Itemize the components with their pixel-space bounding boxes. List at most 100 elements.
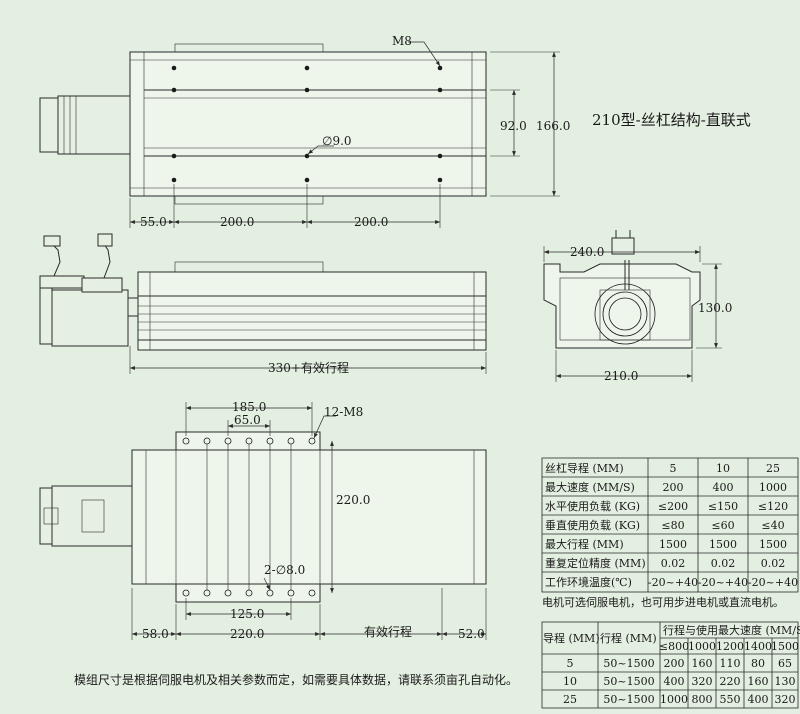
spec-cell: 25 bbox=[766, 462, 780, 475]
spec-cell: ≤120 bbox=[758, 500, 788, 513]
dim-55-label: 55.0 bbox=[140, 215, 167, 229]
dim-166-label: 166.0 bbox=[536, 119, 570, 133]
spec-row-label: 重复定位精度 (MM) bbox=[545, 556, 646, 570]
bottom-carriage-bottom bbox=[175, 583, 321, 603]
speed-cell: 220 bbox=[720, 675, 741, 688]
spec-row-label: 工作环境温度(℃) bbox=[545, 575, 632, 589]
spec-cell: ≤60 bbox=[711, 519, 734, 532]
speed-cell: 200 bbox=[664, 657, 685, 670]
motor-cable-2 bbox=[103, 243, 111, 279]
dim-220-v-label: 220.0 bbox=[336, 493, 370, 507]
spec-cell: 200 bbox=[663, 481, 684, 494]
speed-cell: 400 bbox=[664, 675, 685, 688]
spec-cell: ≤80 bbox=[661, 519, 684, 532]
spec-cell: 5 bbox=[670, 462, 677, 475]
speed-subheader: 1000 bbox=[688, 640, 716, 653]
spec-row-label: 最大行程 (MM) bbox=[545, 537, 624, 551]
dim-58-label: 58.0 bbox=[142, 627, 169, 641]
speed-header-stroke: 行程 (MM) bbox=[600, 632, 657, 645]
dim-220-h-label: 220.0 bbox=[230, 627, 264, 641]
speed-cell: 550 bbox=[720, 693, 741, 706]
spec-row-label: 丝杠导程 (MM) bbox=[545, 462, 624, 475]
spec-row-label: 水平使用负载 (KG) bbox=[545, 499, 640, 513]
spec-footnote: 电机可选伺服电机，也可用步进电机或直流电机。 bbox=[542, 595, 784, 609]
spec-cell: 1500 bbox=[759, 538, 787, 551]
speed-cell: 25 bbox=[563, 693, 577, 706]
speed-subheader: 1500 bbox=[771, 640, 799, 653]
dim-52-label: 52.0 bbox=[458, 627, 485, 641]
top-motor-flange bbox=[39, 97, 59, 153]
speed-cell: 130 bbox=[775, 675, 796, 688]
spec-cell: ≤200 bbox=[658, 500, 688, 513]
bottom-carriage-top bbox=[175, 431, 321, 451]
spec-cell: ≤150 bbox=[708, 500, 738, 513]
spec-cell: 1500 bbox=[709, 538, 737, 551]
speed-cell: 50~1500 bbox=[603, 657, 654, 670]
spec-cell: -20~+40 bbox=[698, 576, 748, 589]
speed-cell: 160 bbox=[748, 675, 769, 688]
spec-cell: 0.02 bbox=[711, 557, 736, 570]
dim-92-label: 92.0 bbox=[500, 119, 527, 133]
speed-cell: 5 bbox=[567, 657, 574, 670]
speed-cell: 65 bbox=[778, 657, 792, 670]
top-mounting-holes bbox=[171, 65, 443, 183]
drawing-title: 210型-丝杠结构-直联式 bbox=[592, 111, 751, 129]
hole-diameter-label: ∅9.0 bbox=[322, 134, 352, 148]
speed-header-group: 行程与使用最大速度 (MM/S) bbox=[663, 623, 800, 637]
end-profile bbox=[543, 263, 701, 349]
dim-185-label: 185.0 bbox=[232, 400, 266, 414]
speed-cell: 50~1500 bbox=[603, 675, 654, 688]
bottom-note: 模组尺寸是根据伺服电机及相关参数而定，如需要具体数据，请联系须亩孔自动化。 bbox=[74, 672, 518, 687]
dim-200-b-label: 200.0 bbox=[354, 215, 388, 229]
motor-cable-1 bbox=[51, 243, 61, 277]
spec-cell: 0.02 bbox=[761, 557, 786, 570]
end-view: 240.0 130.0 210.0 bbox=[543, 230, 732, 383]
spec-cell: -20~+40 bbox=[748, 576, 798, 589]
speed-subheader: 1200 bbox=[716, 640, 744, 653]
end-connector bbox=[611, 237, 635, 255]
speed-header-lead: 导程 (MM) bbox=[543, 632, 600, 645]
top-motor-body bbox=[57, 95, 131, 155]
dim-200-a-label: 200.0 bbox=[220, 215, 254, 229]
spec-cell: 0.02 bbox=[661, 557, 686, 570]
dim-130-label: 130.0 bbox=[698, 301, 732, 315]
speed-cell: 50~1500 bbox=[603, 693, 654, 706]
speed-cell: 10 bbox=[563, 675, 577, 688]
spec-cell: 400 bbox=[713, 481, 734, 494]
spec-cell: 1500 bbox=[659, 538, 687, 551]
speed-subheader: 1400 bbox=[744, 640, 772, 653]
side-carriage-top bbox=[174, 261, 324, 273]
bottom-motor-body bbox=[51, 485, 133, 547]
speed-cell: 110 bbox=[720, 657, 741, 670]
spec-cell: 1000 bbox=[759, 481, 787, 494]
dim-240-label: 240.0 bbox=[570, 245, 604, 259]
side-motor-flange bbox=[39, 285, 53, 345]
dim-210-label: 210.0 bbox=[604, 369, 638, 383]
spec-cell: -20~+40 bbox=[648, 576, 698, 589]
speed-cell: 800 bbox=[692, 693, 713, 706]
speed-cell: 80 bbox=[751, 657, 765, 670]
bottom-view: 185.0 65.0 12-M8 220.0 2-∅8.0 125.0 58.0… bbox=[39, 400, 487, 641]
side-motor-body bbox=[51, 289, 129, 347]
speed-cell: 400 bbox=[748, 693, 769, 706]
speed-cell: 1000 bbox=[660, 693, 688, 706]
speed-cell: 320 bbox=[775, 693, 796, 706]
spec-row-label: 最大速度 (MM/S) bbox=[545, 480, 635, 494]
speed-cell: 160 bbox=[692, 657, 713, 670]
top-module-body bbox=[129, 51, 487, 197]
bottom-module-body bbox=[131, 449, 487, 585]
label-12-m8: 12-M8 bbox=[324, 405, 363, 419]
bottom-motor-flange bbox=[39, 487, 53, 545]
dim-65-label: 65.0 bbox=[234, 413, 261, 427]
speed-table: 导程 (MM) 行程 (MM) 行程与使用最大速度 (MM/S) ≤800100… bbox=[541, 621, 800, 709]
bottom-stroke-label: 有效行程 bbox=[364, 624, 412, 639]
side-view: 330+有效行程 bbox=[39, 233, 487, 375]
spec-row-label: 垂直使用负载 (KG) bbox=[545, 518, 640, 532]
side-module-body bbox=[137, 271, 487, 351]
m8-label: M8 bbox=[392, 34, 412, 48]
speed-subheader: ≤800 bbox=[659, 640, 689, 653]
spec-cell: ≤40 bbox=[761, 519, 784, 532]
